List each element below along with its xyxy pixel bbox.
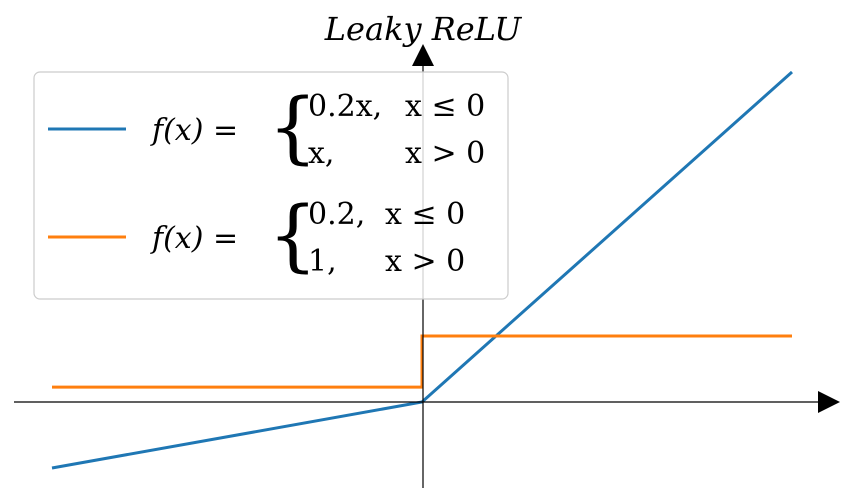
legend-case1-cond-leaky-relu: x ≤ 0	[405, 89, 485, 124]
legend-brace-derivative: {	[268, 191, 318, 281]
series-line-derivative	[52, 334, 792, 389]
legend-box	[33, 71, 509, 300]
legend-case2-expr-leaky-relu: x,	[308, 136, 334, 171]
legend-case1-expr-leaky-relu: 0.2x,	[308, 89, 382, 124]
x-axis-arrow	[818, 391, 840, 413]
chart-title: Leaky ReLU	[324, 10, 522, 48]
legend-case1-cond-derivative: x ≤ 0	[385, 197, 465, 232]
legend-case1-expr-derivative: 0.2,	[308, 197, 365, 232]
legend-case2-expr-derivative: 1,	[308, 244, 337, 279]
legend-lhs-derivative: f(x) =	[150, 221, 238, 256]
legend-lhs-leaky-relu: f(x) =	[150, 113, 238, 148]
legend: f(x) = { 0.2x, x ≤ 0 x, x > 0 f(x) = { 0…	[33, 71, 509, 300]
legend-case2-cond-derivative: x > 0	[385, 244, 465, 279]
legend-case2-cond-leaky-relu: x > 0	[405, 136, 485, 171]
y-axis-arrow	[412, 44, 434, 66]
legend-brace-leaky-relu: {	[268, 83, 318, 173]
